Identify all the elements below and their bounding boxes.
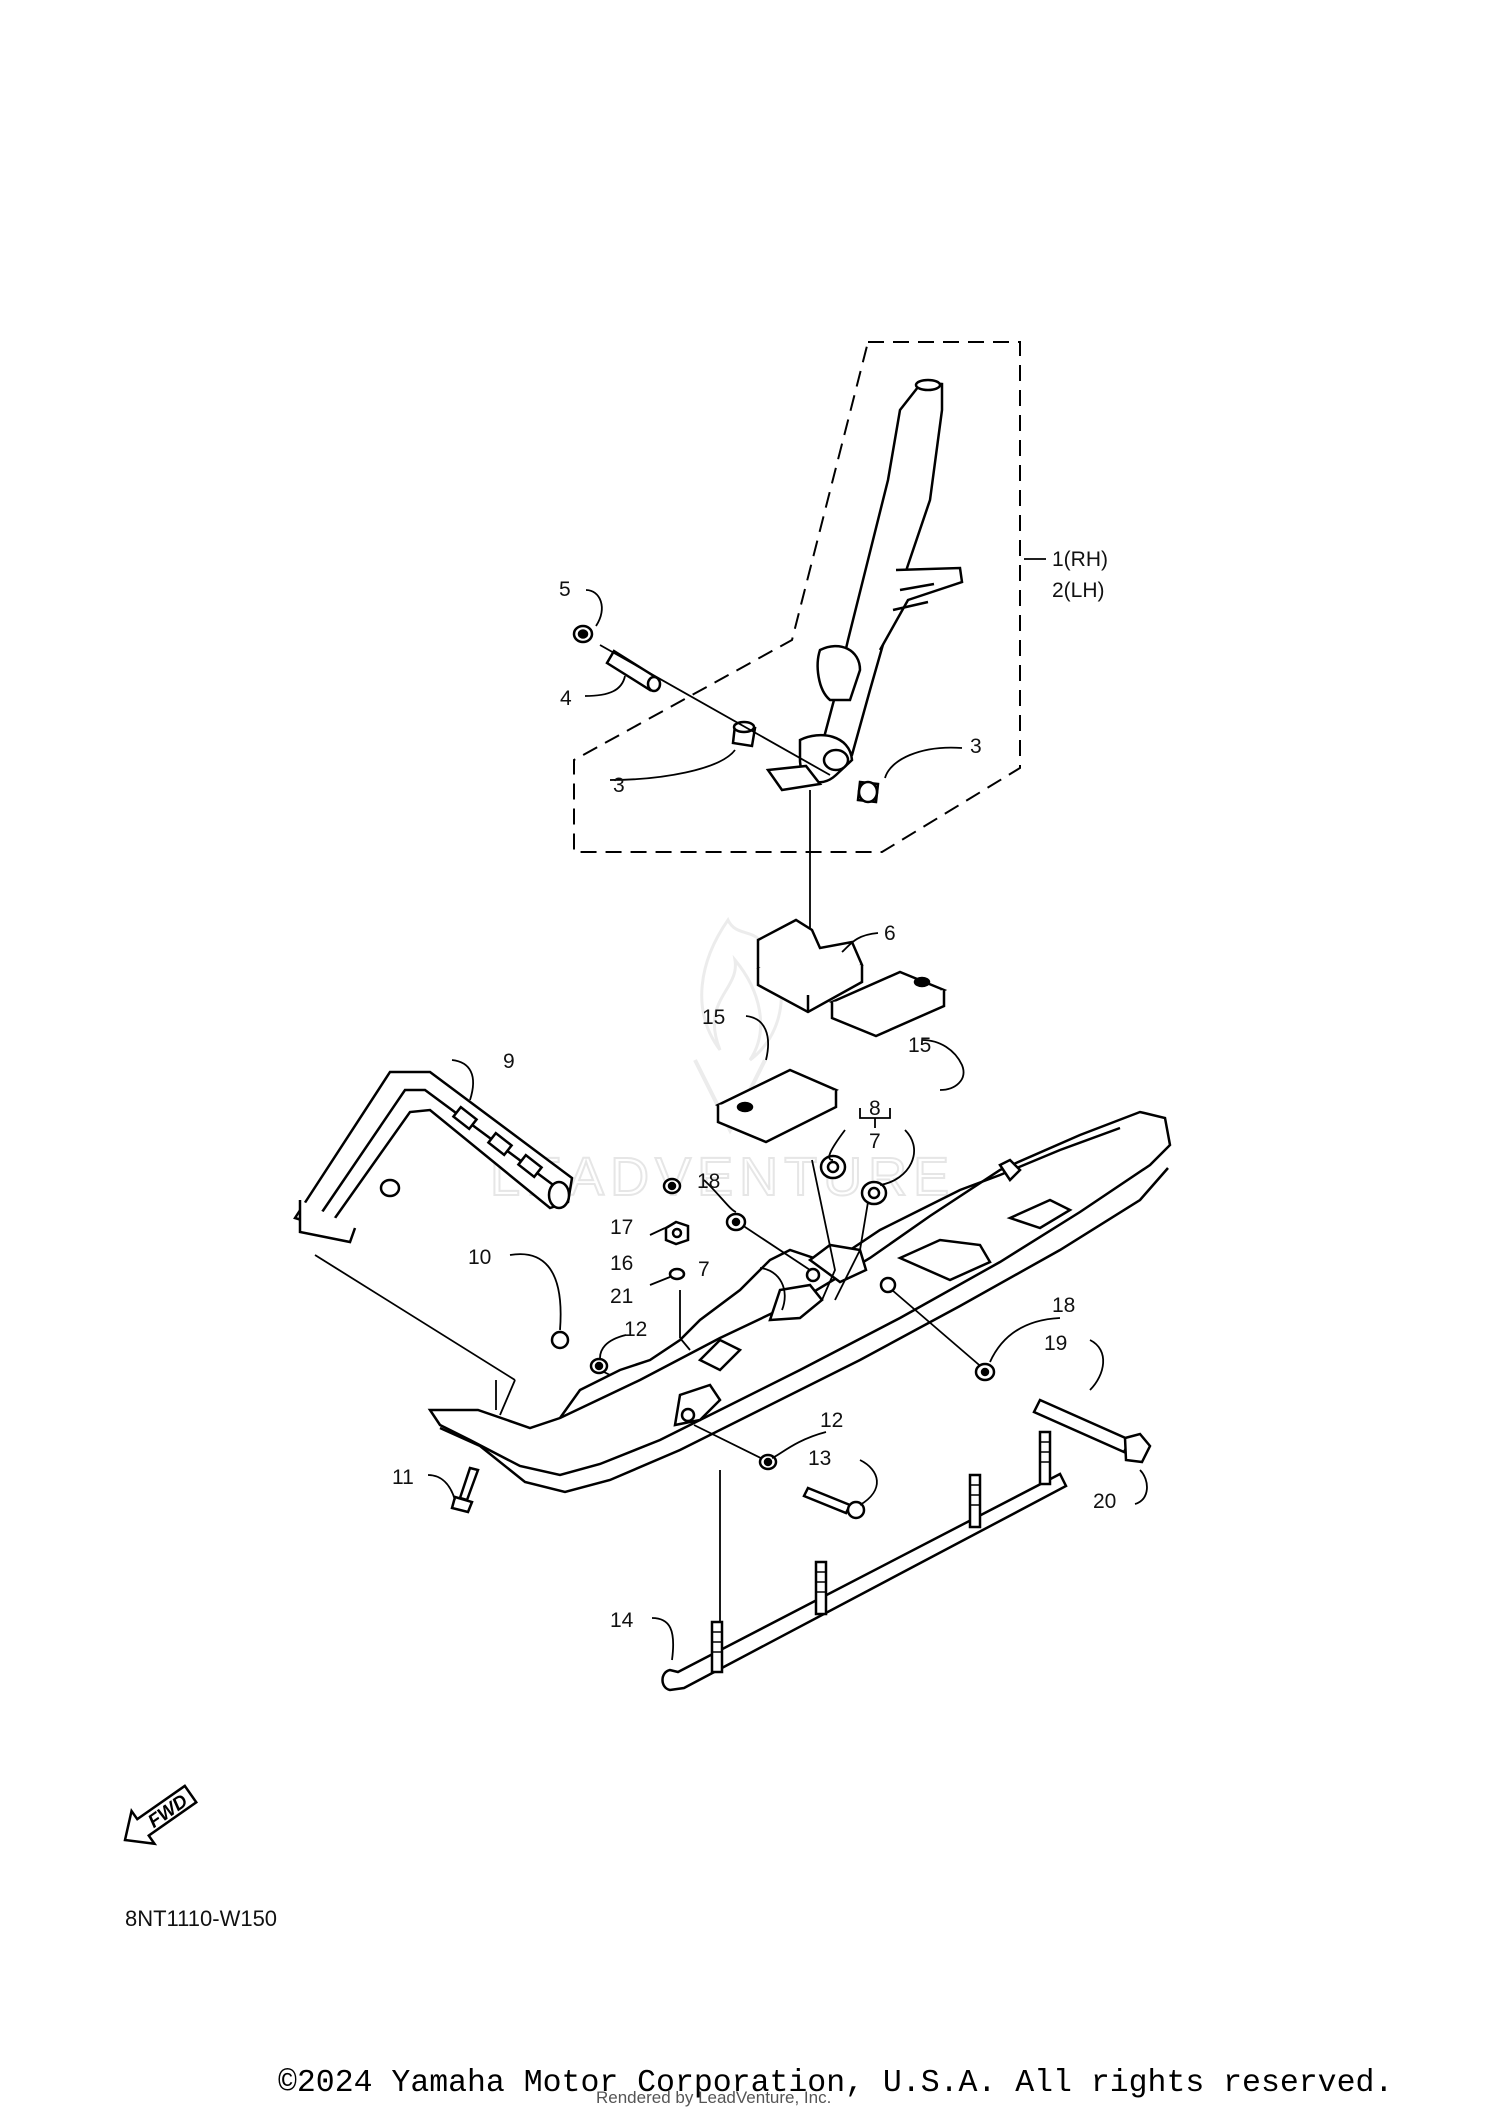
bolt-13 — [802, 1486, 852, 1515]
bolt-11 — [458, 1466, 480, 1502]
callout-9: 9 — [503, 1050, 515, 1073]
ski-runner — [661, 1430, 1068, 1692]
diagram-code: 8NT1110-W150 — [125, 1906, 278, 1931]
watermark: LEADVENTURE — [489, 917, 950, 1208]
bolt-20 — [1032, 1398, 1132, 1454]
callout-12-lower: 12 — [820, 1409, 843, 1432]
callout-8: 8 — [869, 1097, 881, 1120]
callout-7-lower: 7 — [698, 1258, 710, 1281]
washer-21 — [668, 1267, 686, 1281]
callout-6: 6 — [884, 922, 896, 945]
callout-10: 10 — [468, 1246, 491, 1269]
callout-11: 11 — [392, 1466, 414, 1489]
callout-20: 20 — [1093, 1490, 1116, 1513]
copyright-notice: ©2024 Yamaha Motor Corporation, U.S.A. A… — [278, 2066, 1394, 2101]
ski-body — [427, 1110, 1172, 1494]
callout-15-right: 15 — [908, 1034, 931, 1057]
callout-16: 16 — [610, 1252, 633, 1275]
callout-18-lower: 18 — [1052, 1294, 1075, 1317]
callout-17: 17 — [610, 1216, 633, 1239]
callout-21: 21 — [610, 1285, 633, 1308]
ski-spindle-arm — [765, 378, 964, 792]
callout-18-upper: 18 — [697, 1170, 720, 1193]
axle-leader — [599, 644, 831, 776]
nut-10-lower — [550, 1330, 570, 1350]
wear-plates — [714, 970, 948, 1144]
bolts — [450, 1398, 1152, 1520]
callout-19: 19 — [1044, 1332, 1067, 1355]
nut-10 — [379, 1178, 401, 1198]
callout-2: 2(LH) — [1052, 579, 1105, 602]
callout-3-right: 3 — [970, 735, 982, 758]
ski-hardware — [550, 1154, 996, 1471]
callout-12-upper: 12 — [624, 1318, 647, 1341]
callout-15-left: 15 — [702, 1006, 725, 1029]
ski-saddle — [756, 918, 864, 1014]
callout-3-left: 3 — [613, 774, 625, 797]
callout-curves — [427, 558, 1148, 1661]
callout-5: 5 — [559, 578, 571, 601]
callout-4: 4 — [560, 687, 572, 710]
callout-labels: 1(RH) 2(LH) 5 4 3 3 6 15 15 9 8 7 18 17 … — [392, 548, 1116, 1632]
ski-handle — [293, 1070, 574, 1244]
callout-14: 14 — [610, 1609, 634, 1632]
callout-7-upper: 7 — [869, 1130, 881, 1153]
callout-13: 13 — [808, 1447, 831, 1470]
fwd-arrow-icon: FWD — [123, 1784, 199, 1846]
rendered-by-credit: Rendered by LeadVenture, Inc. — [596, 2088, 832, 2107]
callout-1: 1(RH) — [1052, 548, 1108, 571]
